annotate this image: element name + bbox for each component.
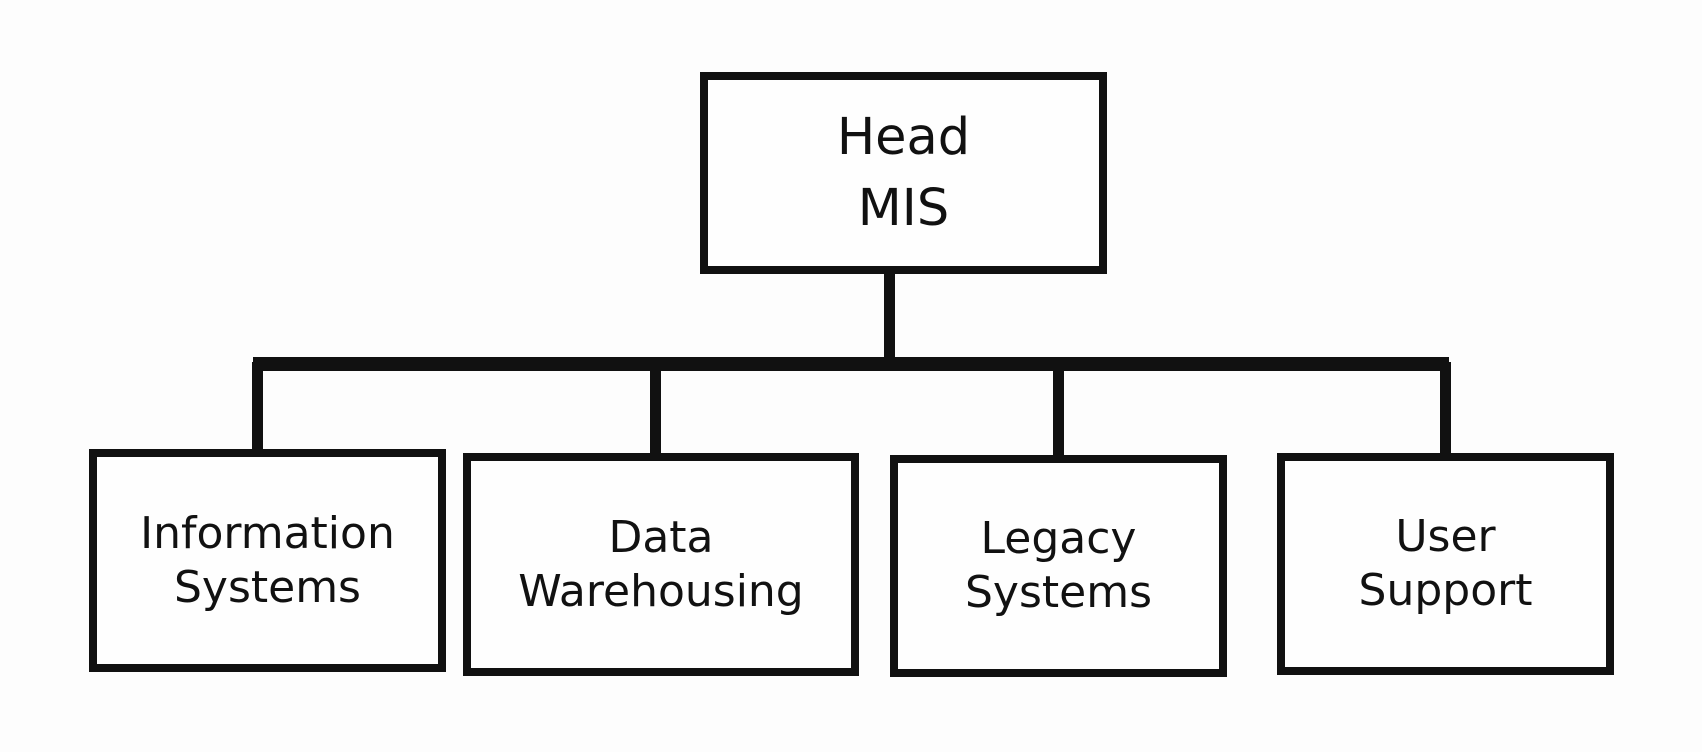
legacy-systems-box: Legacy Systems (890, 455, 1227, 677)
information-systems-line-2: Systems (173, 561, 361, 613)
data-warehousing-label: Data Warehousing (518, 511, 804, 618)
information-systems-line-1: Information (140, 507, 395, 559)
user-support-label: User Support (1359, 510, 1533, 617)
data-warehousing-line-1: Data (608, 511, 714, 563)
head-mis-line-1: Head (836, 107, 971, 167)
root-stem-connector (884, 268, 895, 360)
drop-connector-legacy-systems (1053, 365, 1064, 457)
horizontal-bus-connector (253, 357, 1449, 371)
user-support-box: User Support (1277, 453, 1614, 675)
legacy-systems-label: Legacy Systems (965, 512, 1152, 619)
head-mis-label: Head MIS (837, 102, 970, 245)
head-mis-box: Head MIS (700, 72, 1107, 274)
data-warehousing-line-2: Warehousing (518, 565, 804, 617)
data-warehousing-box: Data Warehousing (463, 453, 859, 676)
user-support-line-1: User (1395, 511, 1496, 563)
drop-connector-information-systems (252, 362, 263, 454)
information-systems-label: Information Systems (140, 507, 395, 614)
user-support-line-2: Support (1358, 565, 1533, 616)
head-mis-line-2: MIS (857, 179, 950, 238)
drop-connector-data-warehousing (650, 365, 661, 457)
drop-connector-user-support (1440, 362, 1451, 454)
information-systems-box: Information Systems (89, 449, 446, 672)
legacy-systems-line-2: Systems (965, 567, 1152, 618)
legacy-systems-line-1: Legacy (980, 513, 1137, 565)
